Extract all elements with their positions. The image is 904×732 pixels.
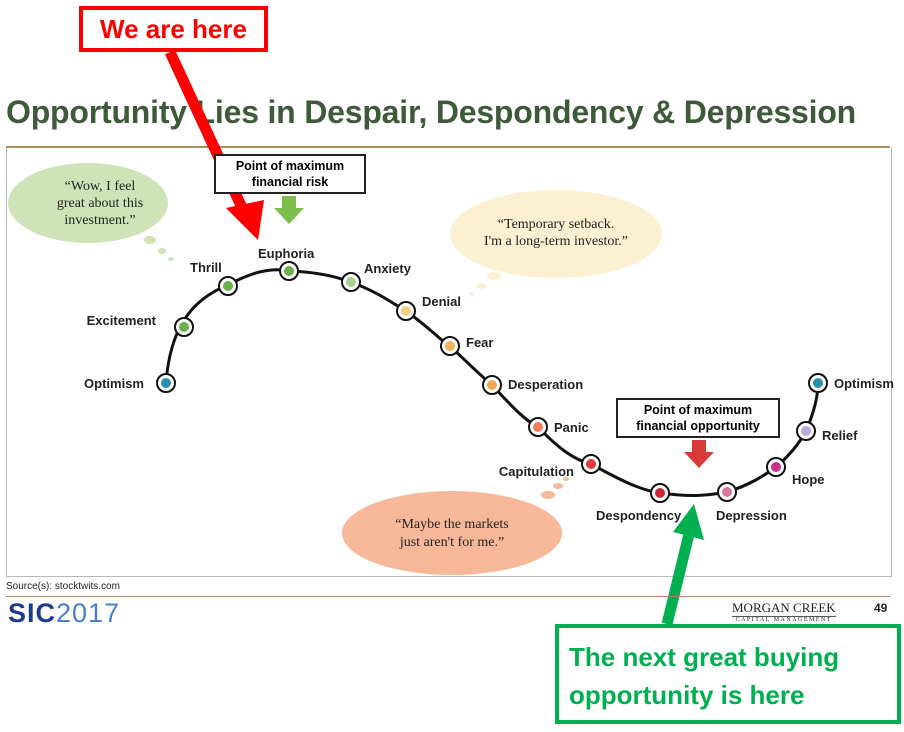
euphoria-quote-line3: investment.” — [64, 213, 135, 228]
stage-label-excitement: Excitement — [87, 313, 157, 328]
source-note: Source(s): stocktwits.com — [6, 581, 120, 592]
max-risk-box: Point of maximum financial risk — [214, 154, 366, 194]
setback-thought-bubble: “Temporary setback. I'm a long-term inve… — [450, 190, 662, 296]
stage-marker-fill-denial — [401, 306, 411, 316]
stage-label-fear: Fear — [466, 335, 493, 350]
stage-marker-fill-fear — [445, 341, 455, 351]
page-number: 49 — [874, 601, 888, 615]
stage-marker-fill-panic — [533, 422, 543, 432]
max-opportunity-line2: financial opportunity — [636, 419, 760, 433]
stage-marker-fill-capitulation — [586, 459, 596, 469]
stage-marker-fill-optimism — [813, 378, 823, 388]
stage-marker-fill-hope — [771, 462, 781, 472]
stage-marker-fill-desperation — [487, 380, 497, 390]
max-risk-line2: financial risk — [251, 175, 329, 189]
max-risk-line1: Point of maximum — [235, 159, 345, 173]
we-are-here-callout: We are here — [79, 6, 268, 52]
setback-quote-line1: “Temporary setback. — [498, 217, 614, 232]
setback-quote-line2: I'm a long-term investor.” — [484, 234, 628, 249]
stage-marker-fill-euphoria — [284, 266, 294, 276]
morgan-creek-logo: MORGAN CREEK CAPITAL MANAGEMENT — [732, 600, 836, 623]
risk-arrow-icon — [274, 196, 304, 224]
euphoria-quote-line2: great about this — [57, 196, 143, 211]
stage-label-euphoria: Euphoria — [258, 246, 315, 261]
despair-quote-line1: “Maybe the markets — [395, 517, 509, 532]
stage-label-panic: Panic — [554, 420, 589, 435]
stage-marker-fill-relief — [801, 426, 811, 436]
stage-label-hope: Hope — [792, 472, 825, 487]
buying-opportunity-callout: The next great buying opportunity is her… — [555, 624, 901, 724]
opportunity-arrow-icon — [684, 440, 714, 468]
stage-label-denial: Denial — [422, 294, 461, 309]
we-are-here-arrow-icon — [165, 49, 264, 240]
stage-marker-fill-despondency — [655, 488, 665, 498]
title-divider — [6, 146, 890, 148]
sic-logo: SIC2017 — [8, 598, 121, 628]
stage-label-thrill: Thrill — [190, 260, 222, 275]
stage-label-anxiety: Anxiety — [364, 261, 412, 276]
stage-label-despondency: Despondency — [596, 508, 682, 523]
buying-opportunity-line2: opportunity is here — [569, 680, 805, 710]
stage-label-depression: Depression — [716, 508, 787, 523]
buying-opportunity-line1: The next great buying — [569, 642, 840, 672]
despair-quote-line2: just aren't for me.” — [399, 535, 504, 550]
stage-label-desperation: Desperation — [508, 377, 583, 392]
stage-label-capitulation: Capitulation — [499, 464, 574, 479]
max-opportunity-box: Point of maximum financial opportunity — [616, 398, 780, 438]
stage-label-optimism-end: Optimism — [834, 376, 894, 391]
footer-divider — [6, 596, 890, 597]
despair-thought-bubble: “Maybe the markets just aren't for me.” — [342, 477, 569, 575]
stage-marker-fill-thrill — [223, 281, 233, 291]
stage-marker-fill-anxiety — [346, 277, 356, 287]
max-opportunity-line1: Point of maximum — [643, 403, 753, 417]
buying-opportunity-arrow-icon — [661, 504, 704, 626]
stage-marker-fill-depression — [722, 487, 732, 497]
slide-title: Opportunity Lies in Despair, Despondency… — [6, 94, 857, 130]
stage-label-relief: Relief — [822, 428, 858, 443]
euphoria-thought-bubble: “Wow, I feel great about this investment… — [8, 163, 174, 261]
stage-label-optimism-start: Optimism — [84, 376, 144, 391]
stage-marker-fill-excitement — [179, 322, 189, 332]
euphoria-quote-line1: “Wow, I feel — [65, 179, 136, 194]
stage-marker-fill-optimism — [161, 378, 171, 388]
